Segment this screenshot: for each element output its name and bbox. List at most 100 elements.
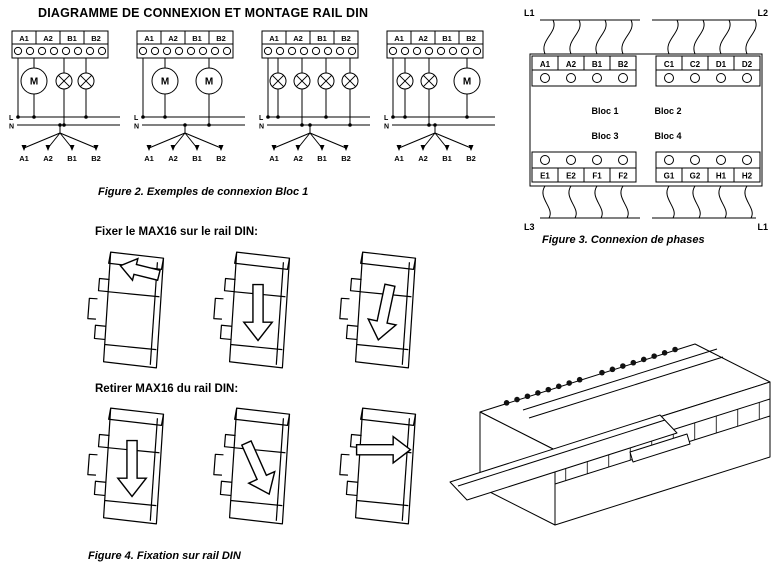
down-arrow-icon [218,145,224,151]
terminal-dot [620,363,626,369]
svg-text:B2: B2 [466,34,476,43]
svg-text:L: L [384,115,389,122]
svg-text:A2: A2 [168,154,178,163]
motion-arrow-icon [355,435,412,465]
svg-text:L3: L3 [524,222,535,232]
svg-text:M: M [463,77,471,88]
svg-text:C1: C1 [664,60,675,69]
terminal-dot [576,376,583,383]
terminal-dot [640,356,647,363]
rail-clip-top [223,277,236,293]
terminal-block-outline [529,53,763,187]
svg-text:A1: A1 [144,154,154,163]
svg-text:B1: B1 [192,34,202,43]
svg-text:B1: B1 [67,154,77,163]
svg-text:F2: F2 [618,172,628,181]
terminal-dot [524,393,531,400]
svg-text:L1: L1 [524,8,535,18]
down-arrow-icon [319,145,325,151]
svg-text:A2: A2 [418,154,428,163]
rail-clip-bottom [219,480,232,497]
rail-clip-top [97,433,110,449]
down-arrow-icon [69,145,75,151]
figure2-caption: Figure 2. Exemples de connexion Bloc 1 [98,186,309,198]
svg-text:N: N [134,124,139,131]
svg-text:H2: H2 [742,172,753,181]
motion-arrow-icon [242,283,274,342]
svg-text:B1: B1 [442,154,452,163]
down-arrow-icon [93,145,99,151]
rail-clip-top [349,277,362,293]
terminal-dot [503,400,510,406]
terminal-dot [599,369,605,376]
svg-text:L: L [259,115,264,122]
svg-text:B1: B1 [317,154,327,163]
din-module-body [228,407,291,525]
svg-text:B1: B1 [442,34,452,43]
rail-clip-bottom [219,324,232,341]
din-module-body [354,251,417,369]
svg-text:A2: A2 [418,34,428,43]
lamp-symbol [77,72,95,90]
terminal-dot [672,346,678,353]
lamp-symbol [420,72,438,90]
down-arrow-icon [396,145,402,151]
terminal-dot [535,390,541,396]
svg-text:B2: B2 [91,154,101,163]
rail-clip-top [97,277,110,293]
din-rail-profile [87,297,98,320]
remove-step-2 [213,407,291,525]
terminal-screw-strip [11,43,109,59]
lamp-symbol [396,72,414,90]
svg-text:N: N [9,124,14,131]
svg-text:B2: B2 [618,60,629,69]
terminal-cover [449,414,678,501]
svg-text:M: M [205,77,213,88]
rail-clip-bottom [345,480,358,497]
svg-text:A2: A2 [293,34,303,43]
din-rail-profile [213,297,224,320]
svg-text:B1: B1 [67,34,77,43]
din-module-body [102,407,165,525]
down-arrow-icon [45,145,51,151]
svg-text:H1: H1 [716,172,727,181]
terminal-screw-strip [261,43,359,59]
din-rail-profile [339,297,350,320]
motor-symbol [151,67,179,95]
max16-device-drawing [425,292,775,542]
svg-text:G2: G2 [690,172,701,181]
motion-arrow-icon [240,440,276,496]
svg-text:B2: B2 [341,34,351,43]
down-arrow-icon [21,145,27,151]
svg-text:B2: B2 [216,154,226,163]
svg-text:A2: A2 [566,60,577,69]
motor-symbol [20,67,48,95]
svg-text:D1: D1 [716,60,727,69]
svg-text:L1: L1 [757,222,768,232]
din-module-body [354,407,417,525]
svg-text:B2: B2 [341,154,351,163]
svg-text:B2: B2 [216,34,226,43]
remove-step-3 [339,407,417,525]
svg-text:N: N [384,124,389,131]
svg-text:A1: A1 [19,154,29,163]
lamp-symbol [317,72,335,90]
fix-step-2 [213,251,291,369]
din-rail-profile [213,453,224,476]
svg-text:B2: B2 [466,154,476,163]
terminal-screw-strip [136,43,234,59]
svg-text:L: L [134,115,139,122]
terminal-dot [545,386,552,393]
svg-text:A1: A1 [19,34,29,43]
fix-step-1 [87,251,165,369]
din-module-body [228,251,291,369]
svg-text:D2: D2 [742,60,753,69]
svg-text:G1: G1 [664,172,675,181]
down-arrow-icon [170,145,176,151]
